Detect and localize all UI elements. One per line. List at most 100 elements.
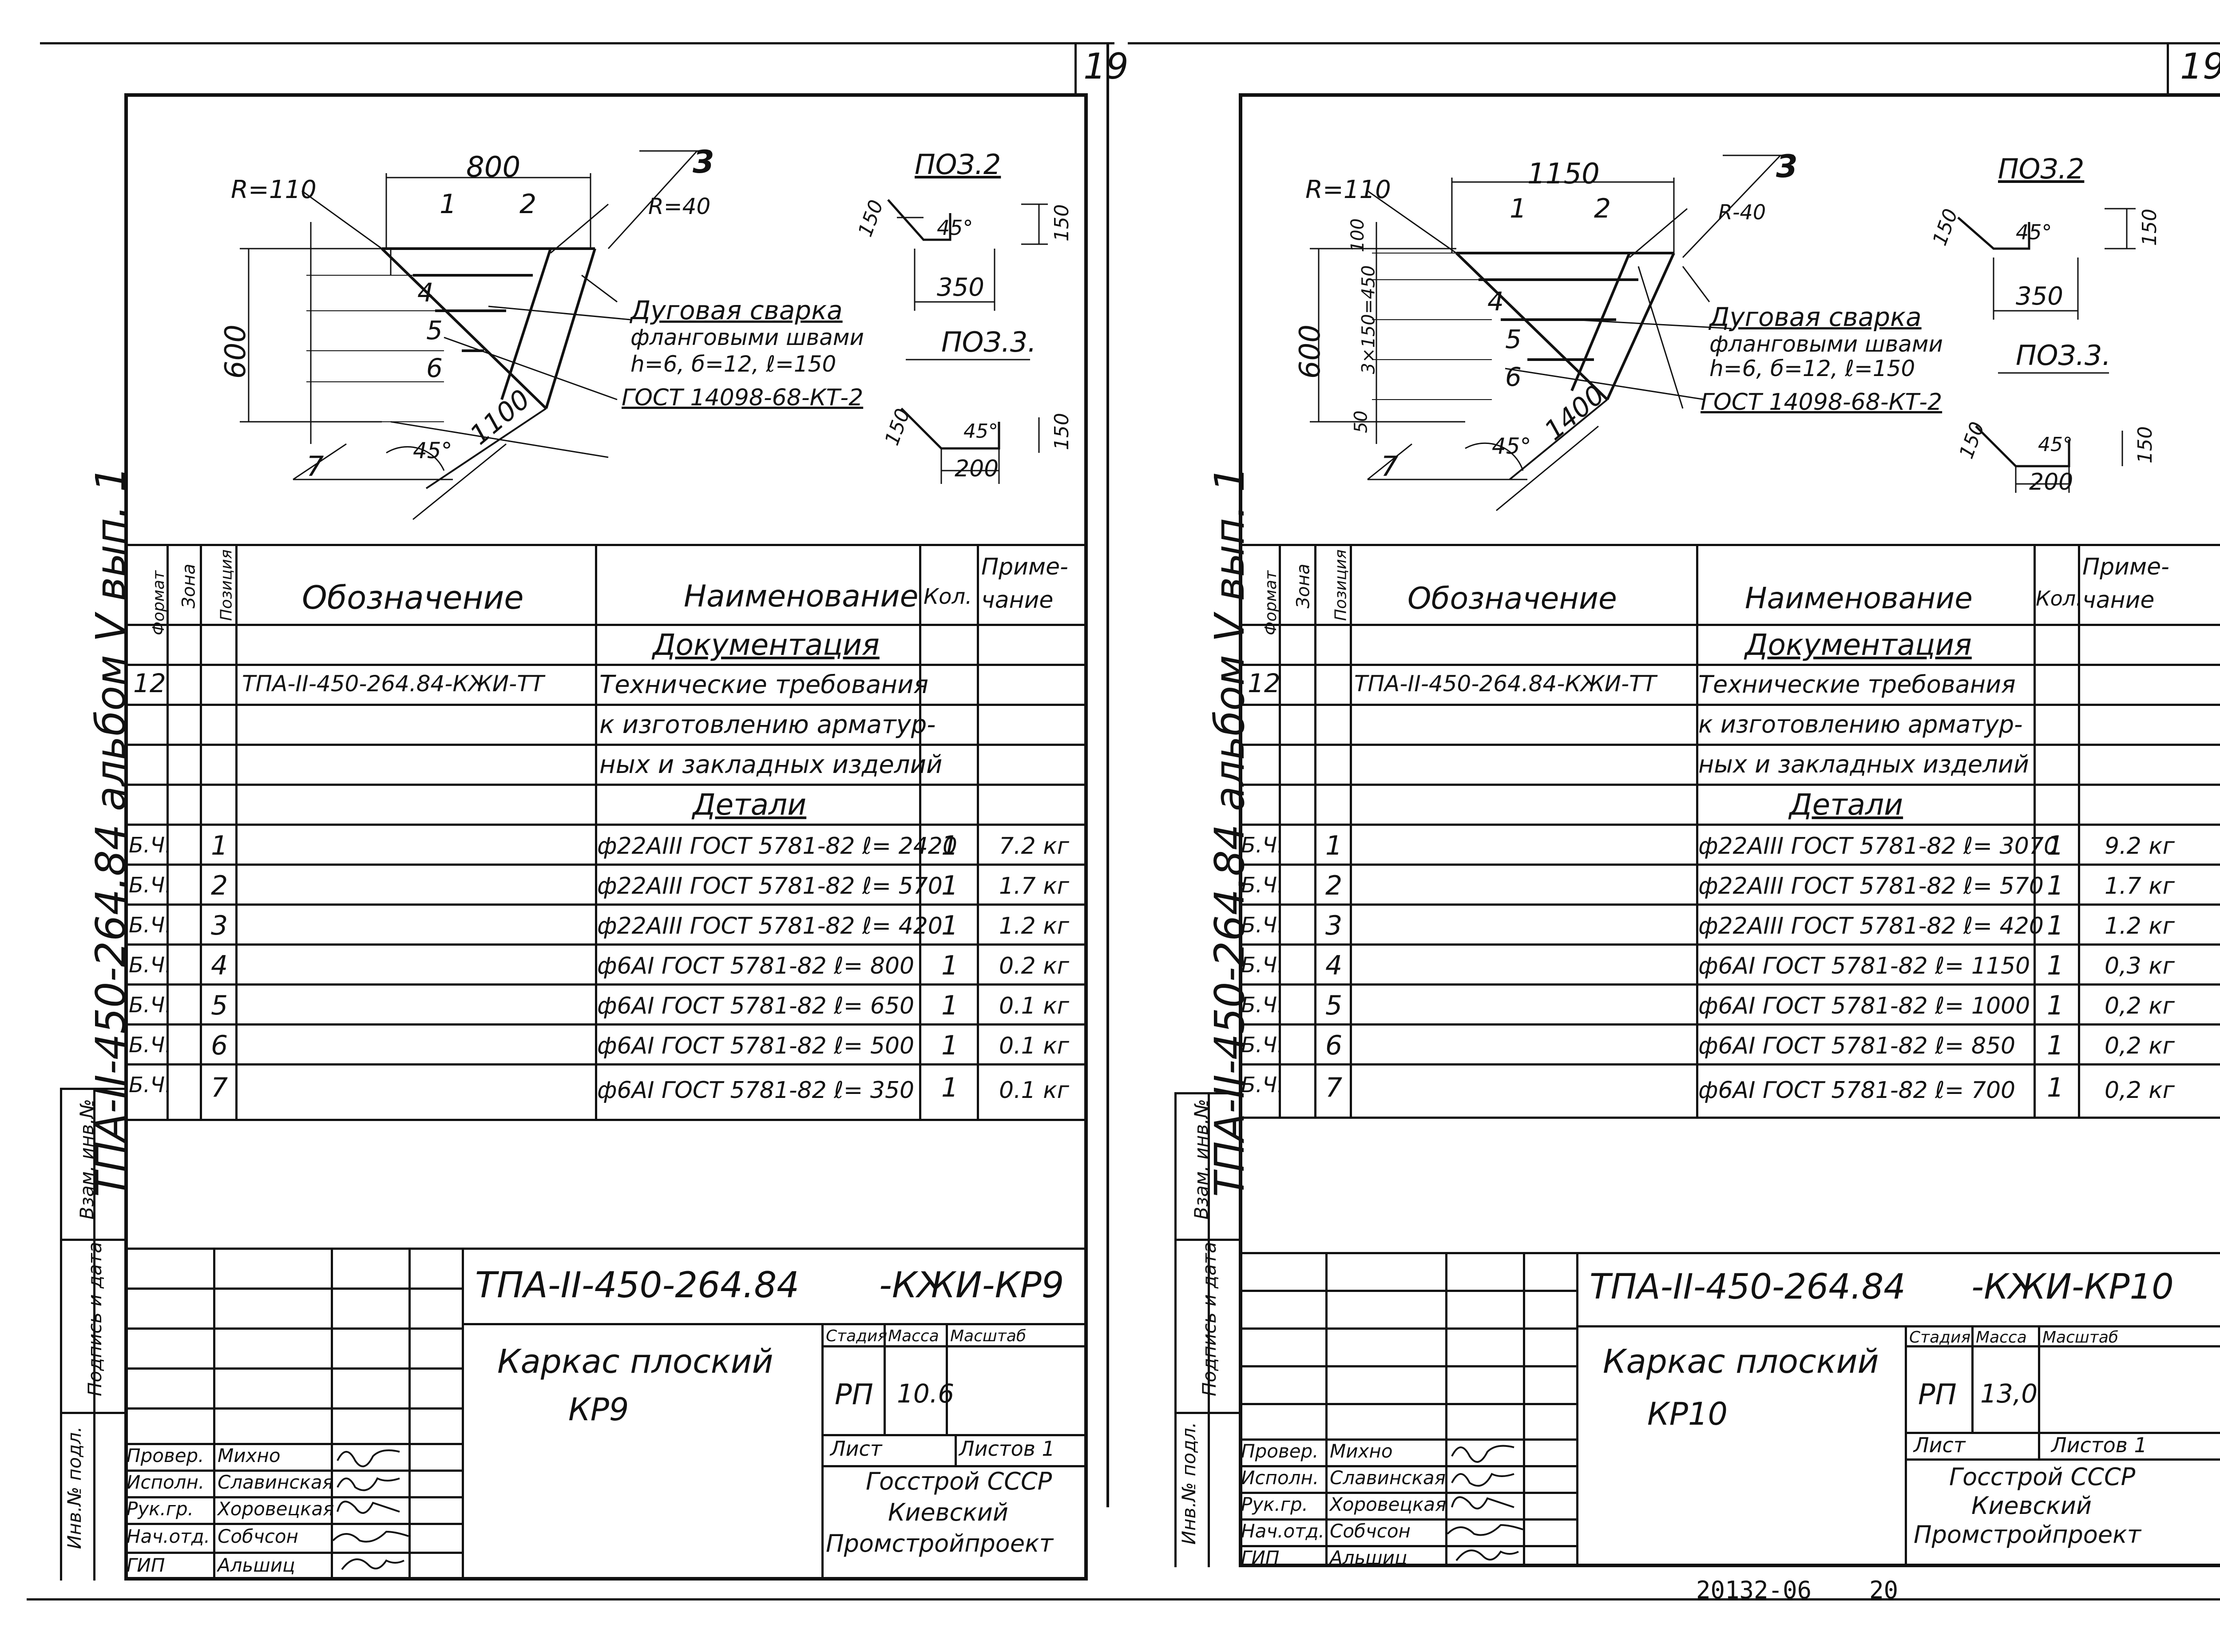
tb-sheets-label: Листов 1: [2051, 1433, 2147, 1457]
doc-format: 12: [1248, 668, 1280, 698]
callout-4: 4: [417, 277, 434, 308]
frame-drawing: [1310, 155, 2136, 511]
callout-3: 3: [1776, 148, 1798, 185]
sheet-frame: [124, 93, 1088, 1581]
tb-name-3: Хоровецкая: [218, 1498, 334, 1520]
callout-1: 1: [1510, 193, 1527, 224]
weld-note-3: h=6, б=12, ℓ=150: [1709, 356, 1915, 381]
page-number-box-line: [1074, 42, 1077, 93]
pos2-length: 350: [937, 273, 984, 302]
archive-stamp: 20132-06 20: [1696, 1576, 1899, 1604]
dim-length: 800: [466, 151, 521, 184]
callout-4: 4: [1487, 286, 1504, 317]
hdr-name: Наименование: [684, 579, 919, 614]
radius-small: R-40: [1718, 200, 1766, 224]
tb-org-2: Киевский: [1971, 1492, 2092, 1520]
doc-name-3: ных и закладных изделий: [1698, 750, 2029, 778]
tb-suffix: -КЖИ-КР9: [879, 1264, 1064, 1306]
tb-suffix: -КЖИ-КР10: [1971, 1267, 2174, 1307]
pos3-length: 200: [955, 456, 999, 482]
radius-big: R=110: [1305, 175, 1391, 204]
pos3-angle: 45°: [2038, 433, 2073, 456]
tb-stage: РП: [835, 1379, 873, 1411]
pos2-angle: 45°: [2016, 220, 2052, 244]
top-trim-line: [40, 42, 1114, 44]
tb-stage-label: Стадия: [1909, 1328, 1971, 1347]
sheet-left: 19 ТПА-II-450-264.84 альбом V вып. 1: [60, 42, 1129, 1581]
tb-role-5: ГИП: [1241, 1547, 1280, 1569]
tb-role-3: Рук.гр.: [127, 1498, 194, 1520]
tb-mass-label: Масса: [1976, 1328, 2027, 1347]
weld-note-3: h=6, б=12, ℓ=150: [630, 351, 836, 377]
sheet-divider: [1106, 42, 1109, 1507]
callout-7: 7: [306, 450, 324, 483]
pos3-title: ПОЗ.3.: [2016, 339, 2111, 372]
pos3-angle: 45°: [963, 420, 998, 443]
tb-role-1: Провер.: [127, 1445, 204, 1466]
callout-1: 1: [440, 189, 457, 220]
tb-role-2: Исполн.: [127, 1471, 205, 1493]
tb-name-1: Михно: [218, 1445, 281, 1466]
sheet-right: 19 ТПА-II-450-264.84 альбом V вып. 1: [1128, 0, 2220, 1652]
tb-name-4: Собчсон: [218, 1525, 298, 1547]
page-number: 19: [2180, 46, 2220, 87]
doc-name-3: ных и закладных изделий: [599, 750, 943, 779]
bottom-trim-line: [27, 1598, 2220, 1600]
radius-big: R=110: [231, 175, 317, 204]
doc-name-2: к изготовлению арматур-: [599, 710, 936, 739]
weld-note-1: Дуговая сварка: [630, 295, 843, 325]
weld-note-4: ГОСТ 14098-68-КТ-2: [1701, 389, 1942, 416]
tb-role-4: Нач.отд.: [1241, 1520, 1325, 1542]
tb-name-3: Хоровецкая: [1330, 1494, 1447, 1515]
tb-mass: 13,0: [1980, 1379, 2038, 1409]
tb-role-3: Рук.гр.: [1241, 1494, 1308, 1515]
tb-scale-label: Масштаб: [2042, 1328, 2119, 1347]
callout-6: 6: [1505, 362, 1522, 392]
tb-object-1: Каркас плоский: [497, 1343, 773, 1381]
callout-6: 6: [426, 353, 443, 383]
weld-note-1: Дуговая сварка: [1709, 302, 1922, 332]
weld-note-4: ГОСТ 14098-68-КТ-2: [622, 384, 864, 411]
pos2-angle: 45°: [937, 216, 973, 240]
tb-scale-label: Масштаб: [950, 1327, 1027, 1345]
hdr-designation: Обозначение: [302, 579, 524, 616]
hdr-qty: Кол.: [2036, 586, 2082, 610]
pos2-title: ПОЗ.2: [1998, 153, 2085, 185]
tb-name-2: Славинская: [218, 1471, 333, 1493]
callout-2: 2: [519, 189, 537, 220]
tb-name-4: Собчсон: [1330, 1520, 1411, 1542]
angle-45: 45°: [413, 438, 452, 464]
tb-name-5: Альшиц: [1330, 1547, 1407, 1569]
tb-sheets-label: Листов 1: [959, 1437, 1055, 1461]
tb-role-1: Провер.: [1241, 1440, 1319, 1462]
tb-role-5: ГИП: [127, 1554, 165, 1576]
radius-small: R=40: [648, 194, 711, 219]
doc-designation: ТПА-II-450-264.84-КЖИ-ТТ: [242, 671, 544, 697]
weld-note-2: фланговыми швами: [1709, 331, 1943, 357]
weld-note-2: фланговыми швами: [630, 325, 864, 350]
tb-role-2: Исполн.: [1241, 1467, 1319, 1489]
pos3-dim-b: 150: [1050, 413, 1073, 450]
pos2-dim-b: 150: [2138, 209, 2161, 246]
signatures: [332, 1449, 409, 1570]
dim-length: 1150: [1527, 158, 1600, 190]
tb-name-1: Михно: [1330, 1440, 1393, 1462]
pos2-title: ПОЗ.2: [915, 148, 1001, 181]
sheet-frame: [1239, 93, 2220, 1567]
tb-object-1: Каркас плоский: [1603, 1343, 1879, 1381]
tb-role-4: Нач.отд.: [127, 1525, 210, 1547]
tb-org-1: Госстрой СССР: [866, 1467, 1052, 1495]
callout-5: 5: [426, 315, 443, 345]
pos2-length: 350: [2016, 282, 2063, 311]
callout-7: 7: [1381, 450, 1399, 483]
tb-name-5: Альшиц: [218, 1554, 295, 1576]
hdr-designation: Обозначение: [1407, 581, 1617, 616]
callout-2: 2: [1594, 193, 1611, 224]
tb-org-3: Промстройпроект: [1914, 1521, 2141, 1549]
signatures: [1447, 1445, 1523, 1561]
frame-drawing: [240, 150, 1048, 520]
tb-code: ТПА-II-450-264.84: [1590, 1267, 1906, 1307]
details-section-title: Детали: [693, 788, 807, 822]
tb-org-2: Киевский: [888, 1498, 1008, 1526]
